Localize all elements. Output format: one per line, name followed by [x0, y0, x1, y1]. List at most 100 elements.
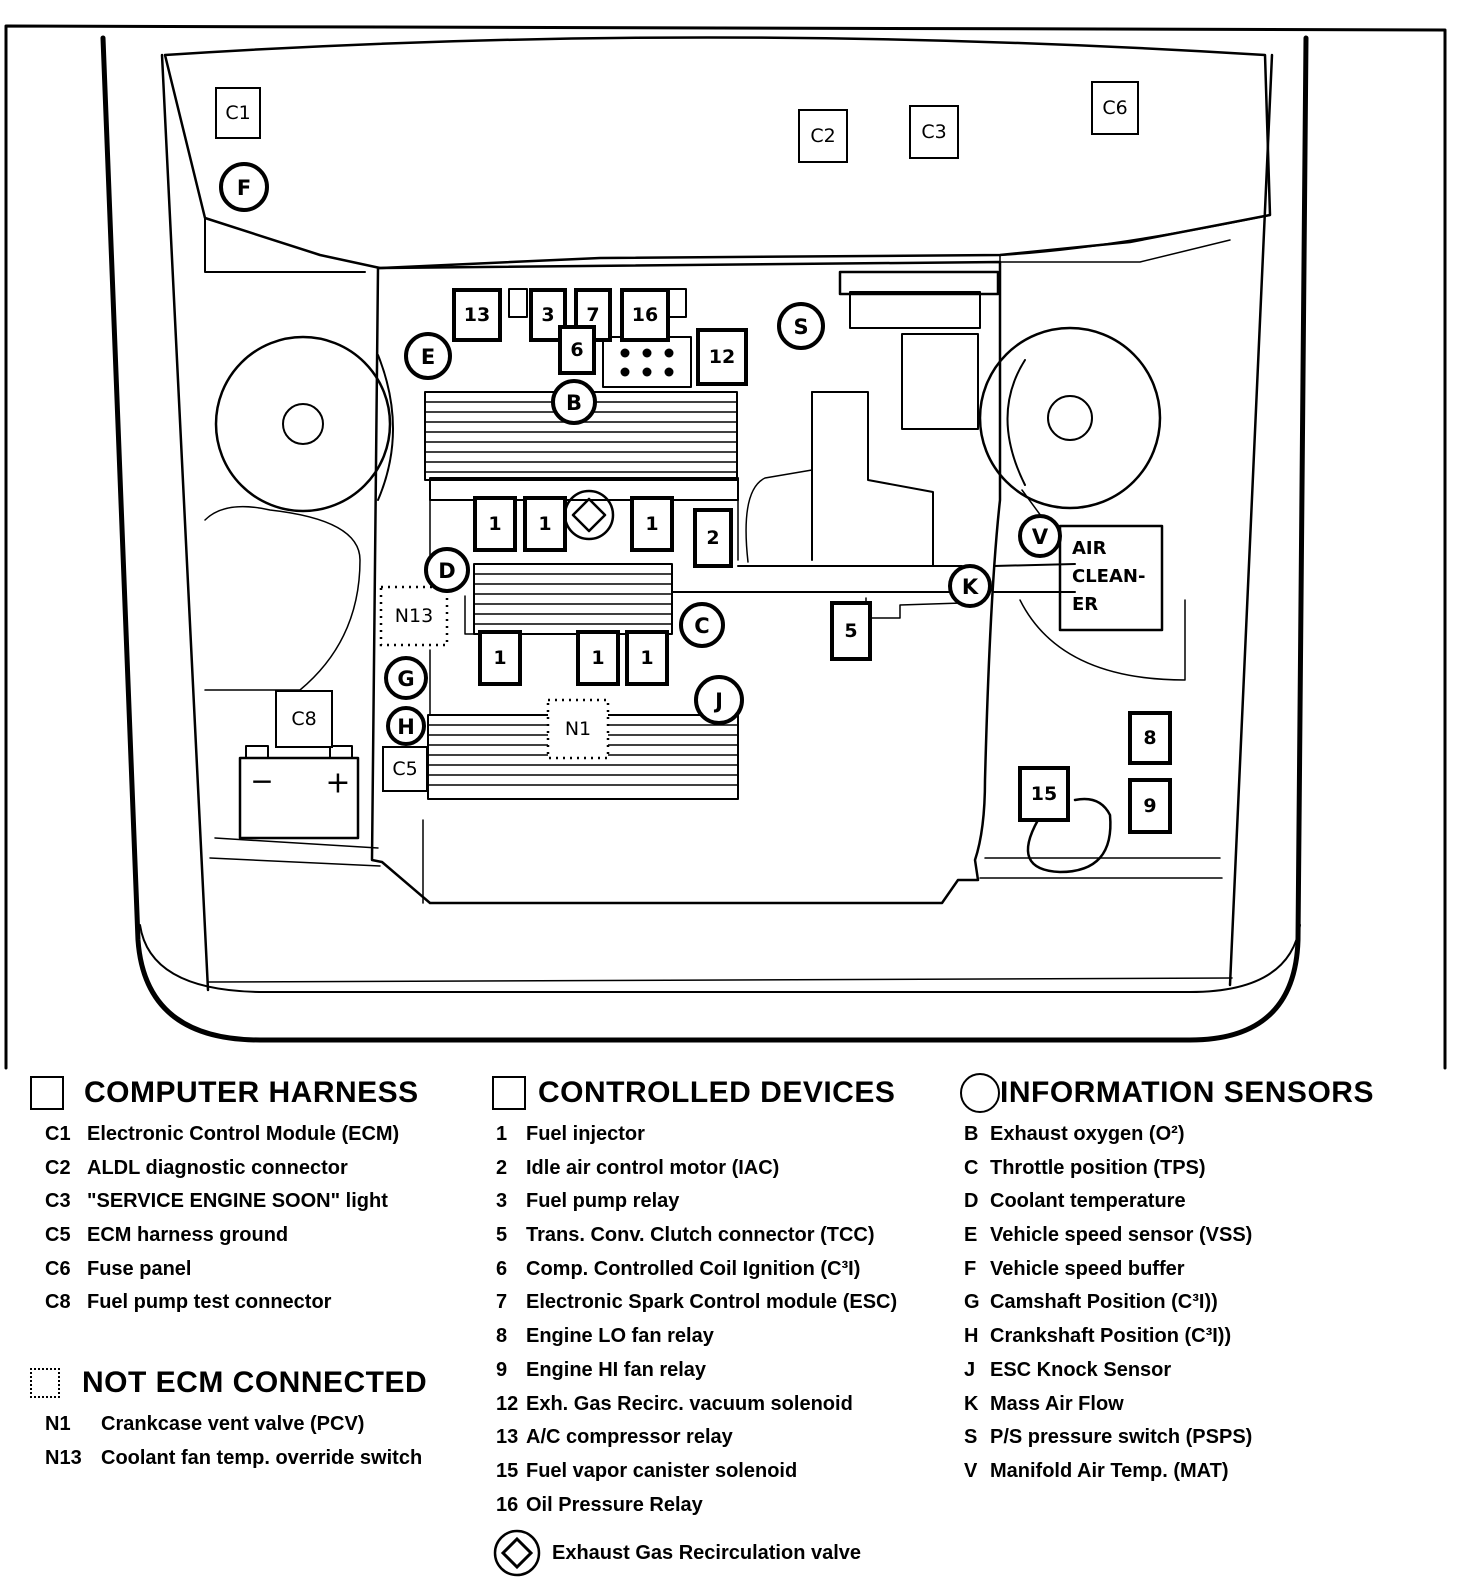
component-box-frame [696, 328, 748, 386]
legend-item-text: Fuel pump test connector [87, 1291, 332, 1314]
component-box-label: 1 [538, 513, 551, 535]
legend-item-text: Fuel pump relay [526, 1190, 680, 1213]
legend-item-text: P/S pressure switch (PSPS) [990, 1426, 1253, 1449]
solid-square-icon [492, 1076, 526, 1110]
sensor-callout-circle [777, 302, 825, 350]
legend-item-code: 9 [496, 1358, 508, 1381]
component-box-label: C2 [810, 125, 835, 147]
air-cleaner-label-line-1: AIR [1072, 538, 1107, 559]
component-box-inj-1c: 1 [630, 496, 674, 552]
sensor-callout-circle [384, 656, 428, 700]
cowl-panel [163, 36, 1272, 270]
legend-item-code: F [964, 1257, 977, 1280]
component-box-frame [1018, 766, 1070, 822]
legend-item-text: ALDL diagnostic connector [87, 1156, 348, 1179]
legend-item-code: C6 [45, 1257, 71, 1280]
component-box-frame [909, 105, 959, 159]
component-box-13: 13 [452, 288, 502, 342]
sensor-callout-circle [219, 162, 269, 212]
sensor-callout-circle [551, 379, 597, 425]
component-box-C1: C1 [215, 87, 261, 139]
legend-item-code: C2 [45, 1156, 71, 1179]
component-box-frame [379, 585, 449, 647]
legend-item-code: C3 [45, 1190, 71, 1213]
legend-item-code: V [964, 1459, 978, 1482]
sensor-callout-E: E [404, 332, 452, 380]
component-box-frame [1091, 81, 1139, 135]
component-box-12: 12 [696, 328, 748, 386]
component-box-frame [473, 496, 517, 552]
component-box-inj-1a: 1 [473, 496, 517, 552]
component-box-label: 6 [570, 339, 583, 361]
component-box-label: 13 [464, 304, 490, 326]
component-box-inj-1f: 1 [625, 630, 669, 686]
component-box-frame [1128, 778, 1172, 834]
legend-item-code: C [964, 1156, 979, 1179]
component-box-frame [1128, 711, 1172, 765]
component-box-label: 7 [586, 304, 599, 326]
sensor-callout-G: G [384, 656, 428, 700]
sensor-callout-circle [404, 332, 452, 380]
air-cleaner-label-line-3: ER [1072, 594, 1098, 615]
component-box-C5: C5 [382, 746, 428, 792]
legend-item-text: Engine LO fan relay [526, 1325, 714, 1348]
sensor-callout-J: J [694, 675, 744, 725]
component-box-frame [452, 288, 502, 342]
sensor-callout-label: B [566, 391, 582, 415]
component-box-label: N1 [565, 718, 591, 740]
legend-item-text: Camshaft Position (C³I)) [990, 1291, 1218, 1314]
legend-item-code: K [964, 1392, 979, 1415]
component-box-label: 1 [645, 513, 658, 535]
component-box-frame [625, 630, 669, 686]
egr-valve-icon [493, 1530, 541, 1577]
legend-item-text: Coolant fan temp. override switch [101, 1446, 423, 1469]
legend-item-code: J [964, 1358, 976, 1381]
legend-item-code: 15 [496, 1459, 519, 1482]
legend-item-text: Electronic Spark Control module (ESC) [526, 1291, 898, 1314]
fender-outline [100, 35, 1309, 1043]
legend-item-text: Comp. Controlled Coil Ignition (C³I) [526, 1257, 861, 1280]
component-box-label: 8 [1143, 727, 1156, 749]
legend-item-text: Electronic Control Module (ECM) [87, 1123, 400, 1145]
legend-item-code: B [964, 1123, 979, 1145]
legend-item-code: S [964, 1426, 978, 1449]
component-box-frame [382, 746, 428, 792]
component-box-label: 5 [844, 620, 857, 642]
component-box-label: C3 [921, 121, 946, 143]
engine-block-outline [370, 260, 1002, 905]
component-box-C6: C6 [1091, 81, 1139, 135]
component-box-label: C6 [1102, 97, 1127, 119]
component-box-label: 3 [541, 304, 554, 326]
component-box-8: 8 [1128, 711, 1172, 765]
component-box-label: C1 [225, 102, 250, 124]
component-box-frame [630, 496, 674, 552]
sensor-callout-D: D [424, 547, 470, 593]
component-box-label: 1 [640, 647, 653, 669]
sensor-callout-H: H [386, 706, 426, 746]
component-box-9: 9 [1128, 778, 1172, 834]
component-box-frame [830, 601, 872, 661]
legend-title: NOT ECM CONNECTED [82, 1366, 428, 1400]
dotted-square-icon [30, 1368, 60, 1399]
outer-frame [4, 24, 1447, 1070]
legend-item-code: N1 [45, 1413, 71, 1436]
